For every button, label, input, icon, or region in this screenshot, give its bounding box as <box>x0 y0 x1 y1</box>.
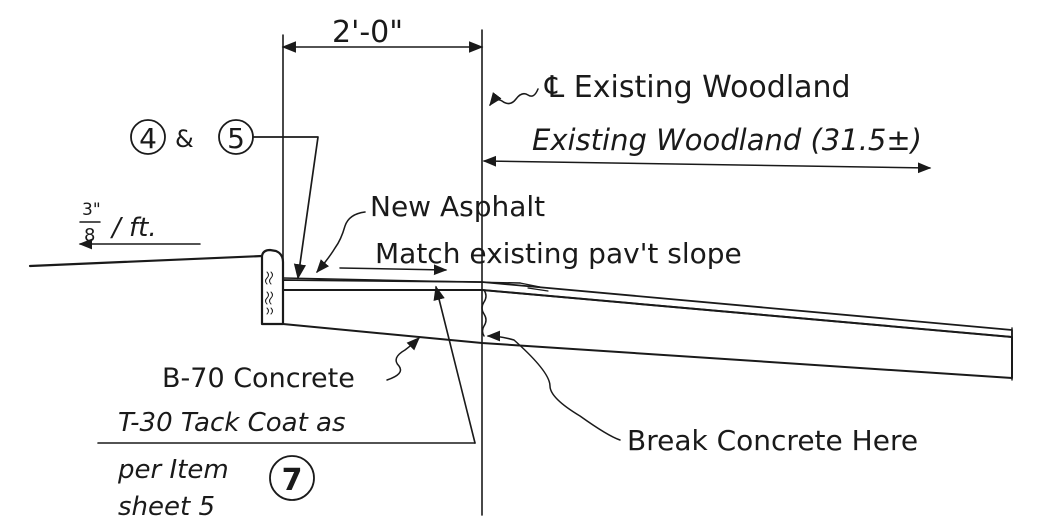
item-conjunction: & <box>175 125 194 153</box>
new-asphalt-leader <box>316 211 366 274</box>
dimension-label-2ft: 2'-0" <box>332 15 403 50</box>
asphalt-top-line <box>282 277 521 284</box>
concrete-slab <box>282 289 1013 379</box>
item-number-7: 7 <box>282 463 303 498</box>
concrete-leader <box>386 337 420 381</box>
slope-denominator: 8 <box>84 225 95 246</box>
new-asphalt-layer <box>282 279 1013 338</box>
match-slope-arrow <box>339 264 448 276</box>
new-asphalt-label-2: Match existing pav't slope <box>375 237 742 270</box>
asphalt-taper <box>519 282 549 292</box>
curb-joint-mark <box>265 271 273 315</box>
existing-width-label: Existing Woodland (31.5±) <box>532 123 922 157</box>
tack-coat-line-2: per Item <box>117 455 229 485</box>
centerline-leader <box>489 88 539 107</box>
break-concrete-label: Break Concrete Here <box>627 424 918 457</box>
existing-shoulder-line <box>28 254 264 268</box>
slope-unit: / ft. <box>110 213 157 243</box>
centerline-label: ℄ Existing Woodland <box>544 70 851 105</box>
tack-coat-line-3: sheet 5 <box>118 492 215 522</box>
tack-coat-leader <box>433 285 476 444</box>
curb <box>260 248 285 326</box>
concrete-label: B-70 Concrete <box>162 363 355 394</box>
new-asphalt-label-1: New Asphalt <box>370 190 545 223</box>
item-circle-4 <box>130 119 166 155</box>
slope-numerator: 3" <box>82 200 101 220</box>
tack-coat-line-1: T-30 Tack Coat as <box>118 408 346 438</box>
break-concrete-leader <box>486 330 621 441</box>
item-number-5: 5 <box>227 122 245 155</box>
item-circle-7 <box>269 455 315 501</box>
existing-width-arrow <box>482 155 932 174</box>
item-number-4: 4 <box>139 122 157 155</box>
item-leader-4-5 <box>252 136 319 280</box>
break-line <box>481 289 487 337</box>
